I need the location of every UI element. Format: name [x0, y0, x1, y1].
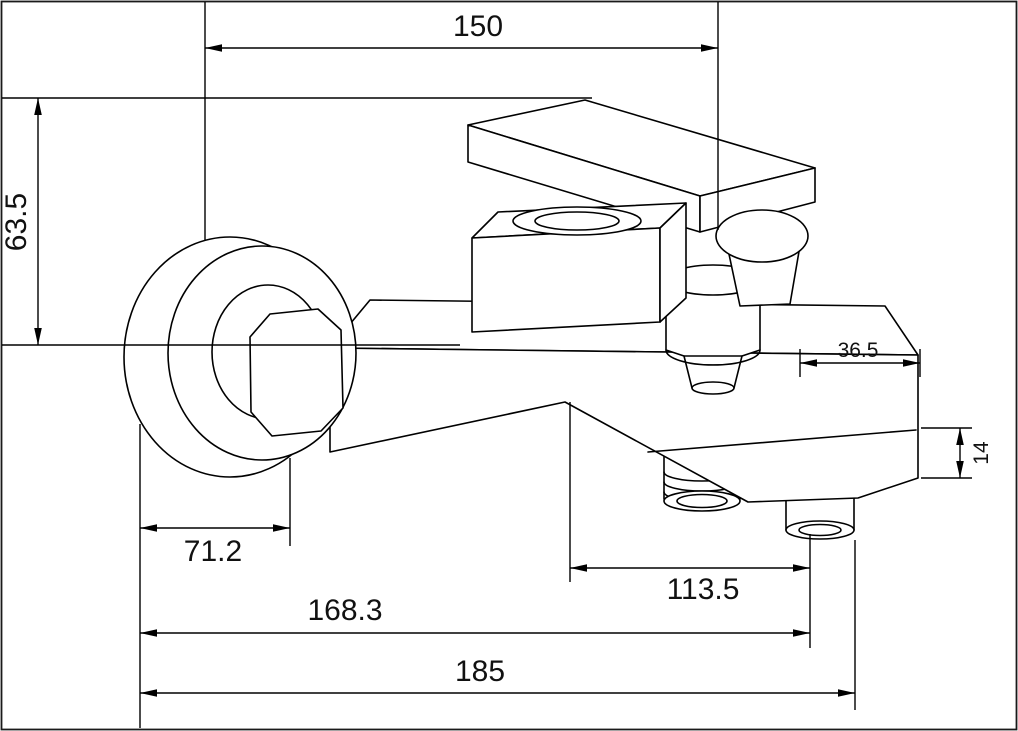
- dim-36-5: [799, 349, 921, 377]
- dim-14: [921, 427, 972, 479]
- faucet-body: [329, 299, 919, 503]
- body-front-face: [329, 347, 919, 503]
- dim-label-14: 14: [970, 441, 993, 465]
- dim-label-150: 150: [453, 10, 503, 43]
- dim-label-185: 185: [455, 655, 505, 688]
- cartridge-housing: [471, 202, 687, 333]
- dim-label-71-2: 71.2: [184, 535, 242, 568]
- dim-label-36-5: 36.5: [838, 339, 879, 362]
- mounting-nut: [249, 308, 344, 437]
- faucet-drawing: [123, 99, 919, 540]
- dim-label-113-5: 113.5: [667, 573, 740, 606]
- dim-71-2: [139, 424, 291, 728]
- dim-185: [140, 540, 856, 710]
- dimension-labels: 150 63.5 36.5 14 71.2 113.5 168.3 185: [0, 10, 993, 688]
- handle-pivot-cap: [715, 209, 809, 263]
- dim-label-168-3: 168.3: [307, 594, 382, 627]
- handle-end-face: [699, 167, 816, 233]
- dim-63-5: [2, 97, 592, 346]
- body-chamfer-edge: [647, 429, 917, 453]
- dim-113-5: [569, 402, 811, 648]
- dimension-lines: [2, 2, 972, 728]
- dim-label-63-5: 63.5: [0, 193, 33, 251]
- dim-150: [204, 2, 719, 241]
